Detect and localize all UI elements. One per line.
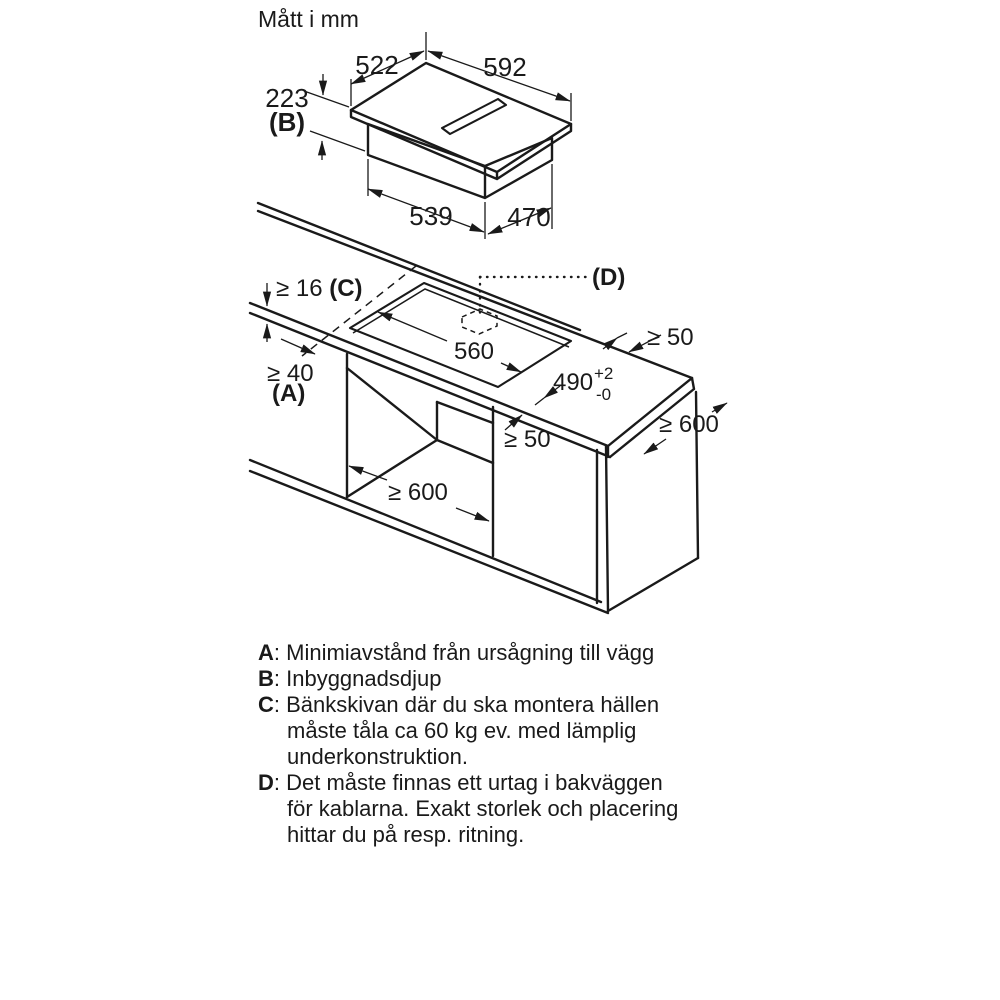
ref-d-label: (D) bbox=[592, 264, 625, 291]
dim-490-tolerance-plus: +2 bbox=[594, 364, 613, 383]
cabinet-isometric-view: ≥ 16 (C) ≥ 40 (A) (D) 560 490 +2 -0 ≥ 50… bbox=[248, 201, 728, 615]
dim-490-tolerance-minus: -0 bbox=[596, 385, 611, 404]
worktop-front-bottom-edge bbox=[248, 311, 612, 459]
wall-top-edge bbox=[256, 201, 582, 332]
legend-line-d: D: Det måste finnas ett urtag i bakvägge… bbox=[258, 770, 663, 795]
legend-line-a: A: Minimiavstånd från ursågning till väg… bbox=[258, 640, 654, 665]
legend-line-c2: måste tåla ca 60 kg ev. med lämplig bbox=[287, 718, 636, 743]
dim-470-label: 470 bbox=[507, 202, 550, 232]
legend: A: Minimiavstånd från ursågning till väg… bbox=[258, 640, 678, 847]
front-clearance-label: ≥ 50 bbox=[504, 426, 551, 453]
legend-line-c3: underkonstruktion. bbox=[287, 744, 468, 769]
cabinet-structure bbox=[248, 352, 700, 615]
dim-223-label: 223 bbox=[265, 83, 308, 113]
worktop-thickness-label: ≥ 16 (C) bbox=[276, 275, 363, 302]
hob-plate-thickness bbox=[349, 108, 573, 181]
dim-490-label: 490 bbox=[553, 369, 593, 396]
ref-a-label: (A) bbox=[272, 380, 305, 407]
hob-body bbox=[366, 122, 554, 200]
vent-slot bbox=[440, 97, 508, 136]
worktop-end-face bbox=[606, 376, 696, 459]
legend-line-c: C: Bänkskivan där du ska montera hällen bbox=[258, 692, 659, 717]
legend-line-d2: för kablarna. Exakt storlek och placerin… bbox=[287, 796, 678, 821]
wall-break-dashed-line bbox=[301, 265, 417, 357]
legend-line-d3: hittar du på resp. ritning. bbox=[287, 822, 524, 847]
units-title: Mått i mm bbox=[258, 6, 359, 32]
worktop-depth-label: ≥ 600 bbox=[659, 411, 719, 438]
dim-560-label: 560 bbox=[454, 338, 494, 365]
ref-b-label: (B) bbox=[269, 107, 305, 137]
wall-clearance-label: ≥ 40 bbox=[267, 360, 314, 387]
hob-isometric-view: 522 592 223 (B) 539 470 bbox=[265, 32, 573, 239]
worktop-cutout bbox=[348, 281, 573, 389]
hob-dimension-lines bbox=[317, 50, 571, 235]
worktop-front-top-edge bbox=[248, 301, 610, 448]
install-dimension-lines bbox=[262, 283, 728, 522]
cabinet-width-label: ≥ 600 bbox=[388, 479, 448, 506]
cable-cutout-detail bbox=[461, 275, 590, 335]
rear-clearance-label: ≥ 50 bbox=[647, 324, 694, 351]
cutout-inner-rim bbox=[352, 288, 570, 348]
dim-539-label: 539 bbox=[409, 201, 452, 231]
worktop-back-edge bbox=[256, 209, 694, 380]
cable-cutout-dashed-box bbox=[461, 308, 498, 335]
dim-592-label: 592 bbox=[483, 52, 526, 82]
dim-522-label: 522 bbox=[355, 50, 398, 80]
legend-line-b: B: Inbyggnadsdjup bbox=[258, 666, 441, 691]
